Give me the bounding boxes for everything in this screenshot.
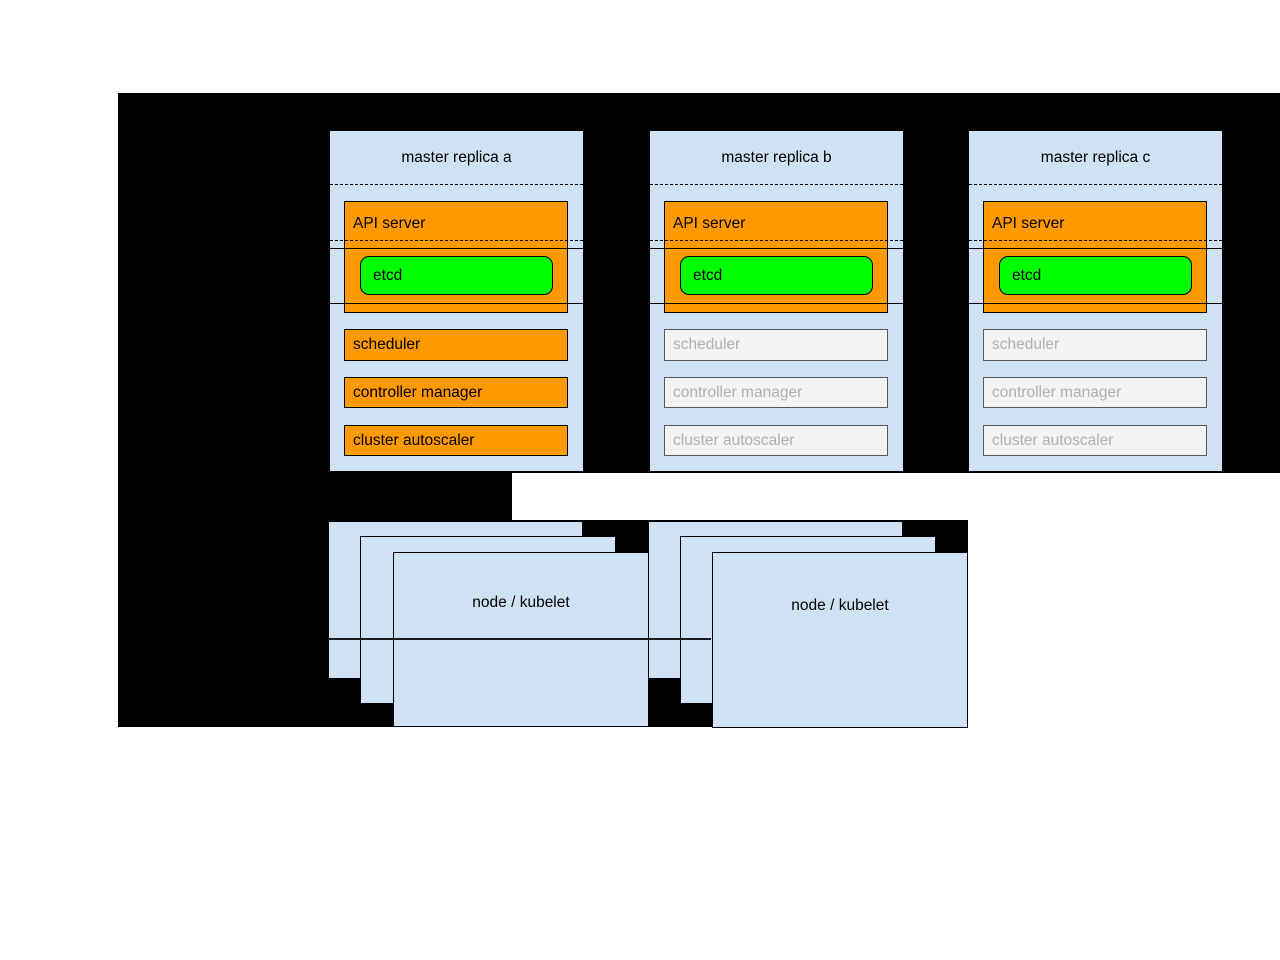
cluster-autoscaler-label: cluster autoscaler [673, 431, 795, 449]
master-replica-b-title: master replica b [721, 148, 832, 166]
etcd-compartment-top-line [969, 248, 1222, 249]
node-kubelet-label: node / kubelet [791, 597, 889, 614]
master-replica-a-box: master replica a API server etcd schedul… [329, 130, 584, 472]
etcd-compartment-top-line [330, 248, 583, 249]
node-stack-right-front-box: node / kubelet [712, 552, 968, 728]
api-server-label: API server [353, 215, 426, 232]
etcd-compartment-bottom-line [969, 303, 1222, 304]
etcd-compartment-top-line [650, 248, 903, 249]
etcd-compartment-dashed-line [650, 240, 903, 241]
scheduler-box-inactive: scheduler [983, 329, 1207, 361]
master-replica-a-title: master replica a [401, 148, 512, 166]
api-server-label: API server [673, 215, 746, 232]
title-separator [969, 184, 1222, 185]
cluster-autoscaler-box-inactive: cluster autoscaler [983, 425, 1207, 456]
master-replica-c-box: master replica c API server etcd schedul… [968, 130, 1223, 472]
node-compartment-line [328, 638, 711, 640]
cluster-autoscaler-box: cluster autoscaler [344, 425, 568, 456]
api-server-label: API server [992, 215, 1065, 232]
scheduler-label: scheduler [673, 336, 741, 353]
cluster-background-mid [118, 473, 512, 520]
etcd-label: etcd [693, 266, 723, 284]
controller-manager-label: controller manager [353, 383, 483, 401]
etcd-box: etcd [999, 256, 1192, 295]
etcd-box: etcd [680, 256, 873, 295]
node-kubelet-label: node / kubelet [472, 594, 570, 611]
master-replica-c-title: master replica c [1040, 148, 1151, 166]
scheduler-box: scheduler [344, 329, 568, 361]
controller-manager-box-inactive: controller manager [983, 377, 1207, 408]
etcd-label: etcd [373, 266, 403, 284]
controller-manager-box-inactive: controller manager [664, 377, 888, 408]
cluster-autoscaler-box-inactive: cluster autoscaler [664, 425, 888, 456]
etcd-compartment-bottom-line [330, 303, 583, 304]
etcd-compartment-dashed-line [969, 240, 1222, 241]
master-replica-b-box: master replica b API server etcd schedul… [649, 130, 904, 472]
etcd-label: etcd [1012, 266, 1042, 284]
title-separator [330, 184, 583, 185]
etcd-box: etcd [360, 256, 553, 295]
controller-manager-label: controller manager [992, 383, 1122, 401]
cluster-autoscaler-label: cluster autoscaler [353, 431, 475, 449]
scheduler-label: scheduler [992, 336, 1060, 353]
etcd-compartment-bottom-line [650, 303, 903, 304]
title-separator [650, 184, 903, 185]
cluster-autoscaler-label: cluster autoscaler [992, 431, 1114, 449]
controller-manager-label: controller manager [673, 383, 803, 401]
controller-manager-box: controller manager [344, 377, 568, 408]
scheduler-label: scheduler [353, 336, 421, 353]
scheduler-box-inactive: scheduler [664, 329, 888, 361]
etcd-compartment-dashed-line [330, 240, 583, 241]
